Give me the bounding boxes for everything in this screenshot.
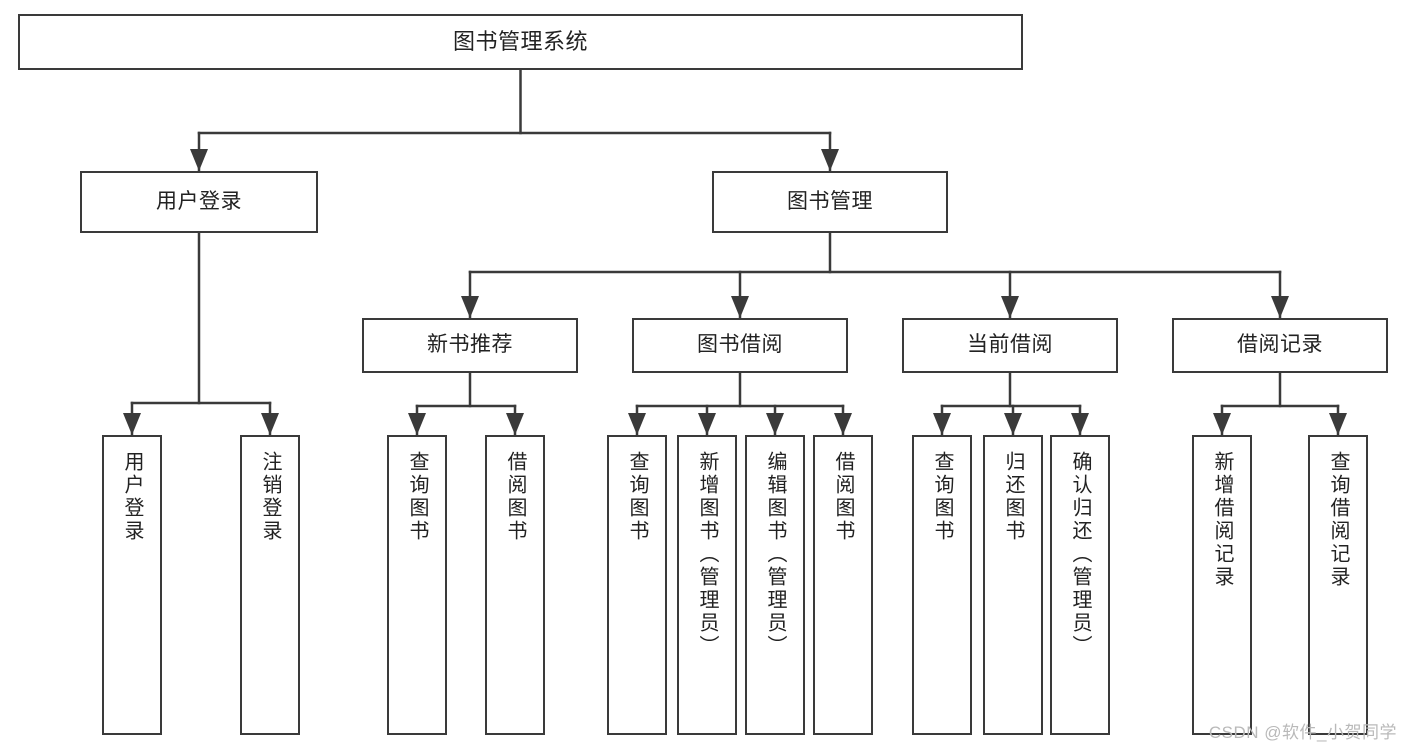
arrowhead-icon — [1271, 296, 1289, 318]
arrowhead-icon — [821, 149, 839, 171]
node-bookmgmt[interactable]: 图书管理 — [712, 171, 948, 233]
node-label: 用户登录 — [121, 451, 143, 543]
node-label: 图书管理 — [787, 189, 873, 213]
node-label: 当前借阅 — [967, 333, 1053, 357]
arrowhead-icon — [698, 413, 716, 435]
watermark-text: CSDN @软件_小贺同学 — [1208, 723, 1397, 742]
arrowhead-icon — [261, 413, 279, 435]
node-l10[interactable]: 归还图书 — [983, 435, 1043, 735]
node-label: 新书推荐 — [427, 333, 513, 357]
node-l11[interactable]: 确认归还（管理员） — [1050, 435, 1110, 735]
node-label: 查询借阅记录 — [1327, 451, 1349, 589]
arrowhead-icon — [408, 413, 426, 435]
node-l3[interactable]: 查询图书 — [387, 435, 447, 735]
node-newbook[interactable]: 新书推荐 — [362, 318, 578, 373]
node-l4[interactable]: 借阅图书 — [485, 435, 545, 735]
node-label: 编辑图书（管理员） — [764, 451, 786, 658]
node-root[interactable]: 图书管理系统 — [18, 14, 1023, 70]
arrowhead-icon — [1001, 296, 1019, 318]
node-current[interactable]: 当前借阅 — [902, 318, 1118, 373]
node-l9[interactable]: 查询图书 — [912, 435, 972, 735]
node-label: 新增借阅记录 — [1211, 451, 1233, 589]
node-label: 借阅图书 — [504, 451, 526, 543]
arrowhead-icon — [766, 413, 784, 435]
node-label: 查询图书 — [406, 451, 428, 543]
node-label: 归还图书 — [1002, 451, 1024, 543]
node-l1[interactable]: 用户登录 — [102, 435, 162, 735]
node-label: 图书借阅 — [697, 333, 783, 357]
node-l2[interactable]: 注销登录 — [240, 435, 300, 735]
node-label: 用户登录 — [156, 189, 242, 213]
arrowhead-icon — [1213, 413, 1231, 435]
node-label: 查询图书 — [626, 451, 648, 543]
arrowhead-icon — [506, 413, 524, 435]
node-label: 查询图书 — [931, 451, 953, 543]
arrowhead-icon — [461, 296, 479, 318]
arrowhead-icon — [1071, 413, 1089, 435]
node-l7[interactable]: 编辑图书（管理员） — [745, 435, 805, 735]
node-borrow[interactable]: 图书借阅 — [632, 318, 848, 373]
arrowhead-icon — [1004, 413, 1022, 435]
node-label: 确认归还（管理员） — [1069, 451, 1091, 658]
node-l12[interactable]: 新增借阅记录 — [1192, 435, 1252, 735]
node-label: 借阅记录 — [1237, 333, 1323, 357]
arrowhead-icon — [123, 413, 141, 435]
node-l13[interactable]: 查询借阅记录 — [1308, 435, 1368, 735]
arrowhead-icon — [190, 149, 208, 171]
arrowhead-icon — [731, 296, 749, 318]
arrowhead-icon — [834, 413, 852, 435]
arrowhead-icon — [628, 413, 646, 435]
node-l6[interactable]: 新增图书（管理员） — [677, 435, 737, 735]
node-l8[interactable]: 借阅图书 — [813, 435, 873, 735]
node-label: 借阅图书 — [832, 451, 854, 543]
node-record[interactable]: 借阅记录 — [1172, 318, 1388, 373]
node-label: 新增图书（管理员） — [696, 451, 718, 658]
arrowhead-icon — [1329, 413, 1347, 435]
node-login[interactable]: 用户登录 — [80, 171, 318, 233]
node-label: 图书管理系统 — [452, 29, 588, 55]
node-label: 注销登录 — [259, 451, 281, 543]
arrowhead-icon — [933, 413, 951, 435]
node-l5[interactable]: 查询图书 — [607, 435, 667, 735]
